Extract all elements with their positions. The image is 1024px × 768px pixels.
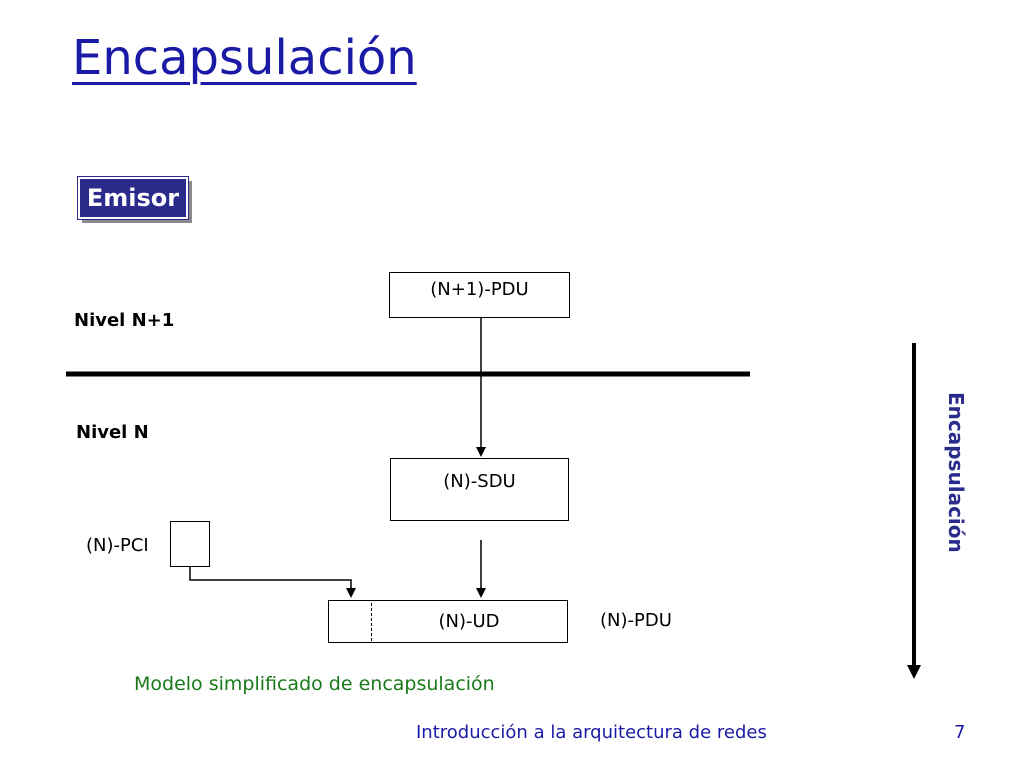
footer-title: Introducción a la arquitectura de redes bbox=[416, 722, 767, 743]
pci-label: (N)-PCI bbox=[86, 535, 149, 556]
emisor-badge: Emisor bbox=[77, 176, 189, 220]
ud-box: (N)-UD bbox=[328, 600, 568, 643]
encapsulation-direction-label: Encapsulación bbox=[944, 392, 968, 553]
sdu-label: (N)-SDU bbox=[443, 471, 516, 492]
pci-ud-divider bbox=[371, 603, 372, 641]
upper-pdu-label: (N+1)-PDU bbox=[430, 279, 529, 300]
ud-label: (N)-UD bbox=[438, 611, 500, 632]
sdu-box: (N)-SDU bbox=[390, 458, 569, 521]
pdu-label: (N)-PDU bbox=[600, 610, 672, 631]
pci-box bbox=[170, 521, 210, 567]
encapsulation-direction-arrowhead bbox=[907, 665, 921, 679]
level-upper-label: Nivel N+1 bbox=[74, 310, 175, 331]
level-lower-label: Nivel N bbox=[76, 422, 149, 443]
arrow-pci-to-ud bbox=[189, 567, 356, 598]
diagram-caption: Modelo simplificado de encapsulación bbox=[134, 673, 495, 695]
upper-pdu-box: (N+1)-PDU bbox=[389, 272, 570, 318]
page-number: 7 bbox=[954, 722, 966, 743]
slide-title: Encapsulación bbox=[72, 30, 417, 86]
